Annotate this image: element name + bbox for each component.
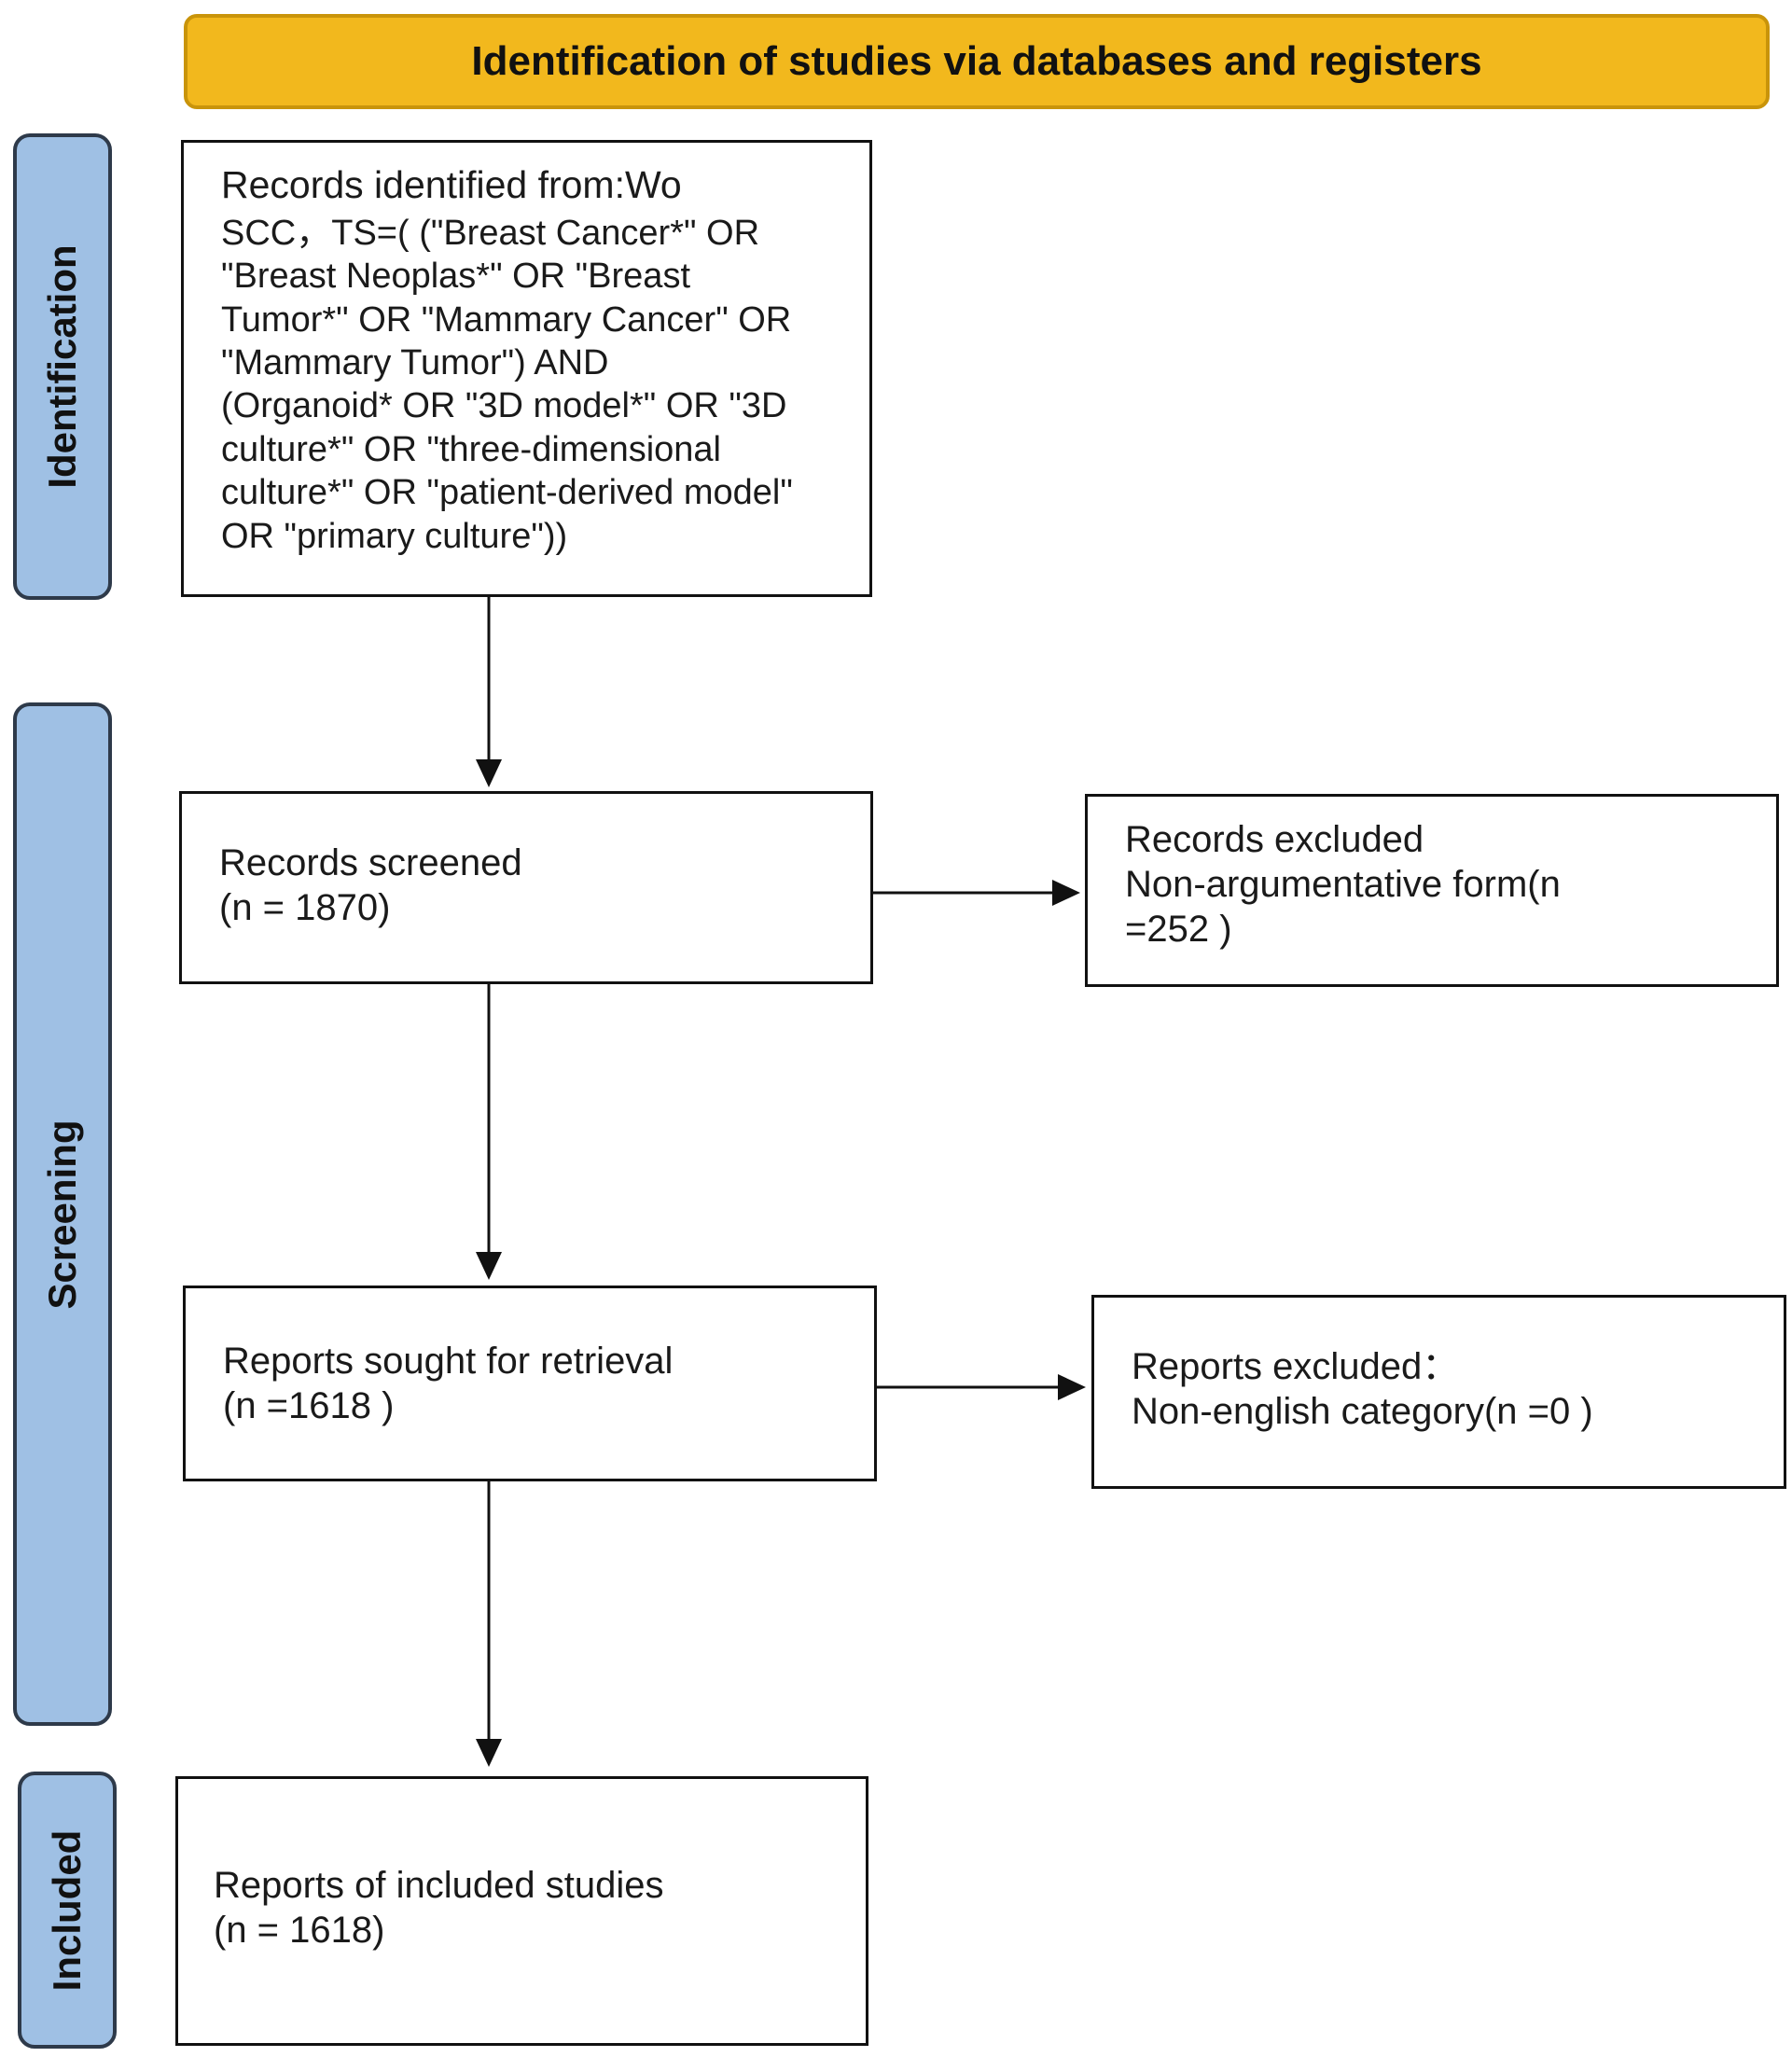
identified-line-3: "Breast Neoplas*" OR "Breast <box>221 257 690 297</box>
arrow-identified-to-screened <box>476 597 502 787</box>
records-identified-box: Records identified from:Wo SCC，TS=( ("Br… <box>181 140 872 597</box>
records-excluded-count: =252 ) <box>1125 909 1232 950</box>
included-count: (n = 1618) <box>214 1910 385 1951</box>
identified-line-8: culture*" OR "patient-derived model" <box>221 473 793 513</box>
records-excluded-label: Records excluded <box>1125 819 1424 860</box>
identified-line-9: OR "primary culture")) <box>221 516 568 556</box>
reports-excluded-label: Reports excluded： <box>1132 1346 1460 1387</box>
identified-line-7: culture*" OR "three-dimensional <box>221 429 721 469</box>
identified-line-6: (Organoid* OR "3D model*" OR "3D <box>221 386 787 426</box>
identified-line-1: Records identified from:Wo <box>221 163 682 206</box>
reports-excluded-reason: Non-english category(n =0 ) <box>1132 1391 1593 1432</box>
phase-screening: Screening <box>13 702 112 1726</box>
phase-included: Included <box>18 1772 117 2049</box>
records-screened-box: Records screened (n = 1870) <box>179 791 873 984</box>
arrow-screened-to-excluded <box>873 880 1080 906</box>
included-label: Reports of included studies <box>214 1865 664 1906</box>
arrow-sought-to-included <box>476 1481 502 1767</box>
phase-identification: Identification <box>13 133 112 600</box>
reports-sought-box: Reports sought for retrieval (n =1618 ) <box>183 1286 877 1481</box>
arrow-screened-to-sought <box>476 984 502 1280</box>
reports-excluded-box: Reports excluded： Non-english category(n… <box>1091 1295 1786 1489</box>
arrow-sought-to-excluded <box>877 1374 1086 1400</box>
records-excluded-reason: Non-argumentative form(n <box>1125 864 1561 905</box>
screened-label: Records screened <box>219 842 522 883</box>
identified-line-4: Tumor*" OR "Mammary Cancer" OR <box>221 299 792 340</box>
identified-line-5: "Mammary Tumor") AND <box>221 343 609 383</box>
identified-line-2: SCC，TS=( ("Breast Cancer*" OR <box>221 214 760 254</box>
reports-included-box: Reports of included studies (n = 1618) <box>175 1776 868 2046</box>
screened-count: (n = 1870) <box>219 887 391 928</box>
sought-label: Reports sought for retrieval <box>223 1341 674 1382</box>
header-title: Identification of studies via databases … <box>471 38 1482 84</box>
sought-count: (n =1618 ) <box>223 1385 395 1426</box>
header-banner: Identification of studies via databases … <box>184 14 1770 109</box>
records-excluded-box: Records excluded Non-argumentative form(… <box>1085 794 1779 987</box>
